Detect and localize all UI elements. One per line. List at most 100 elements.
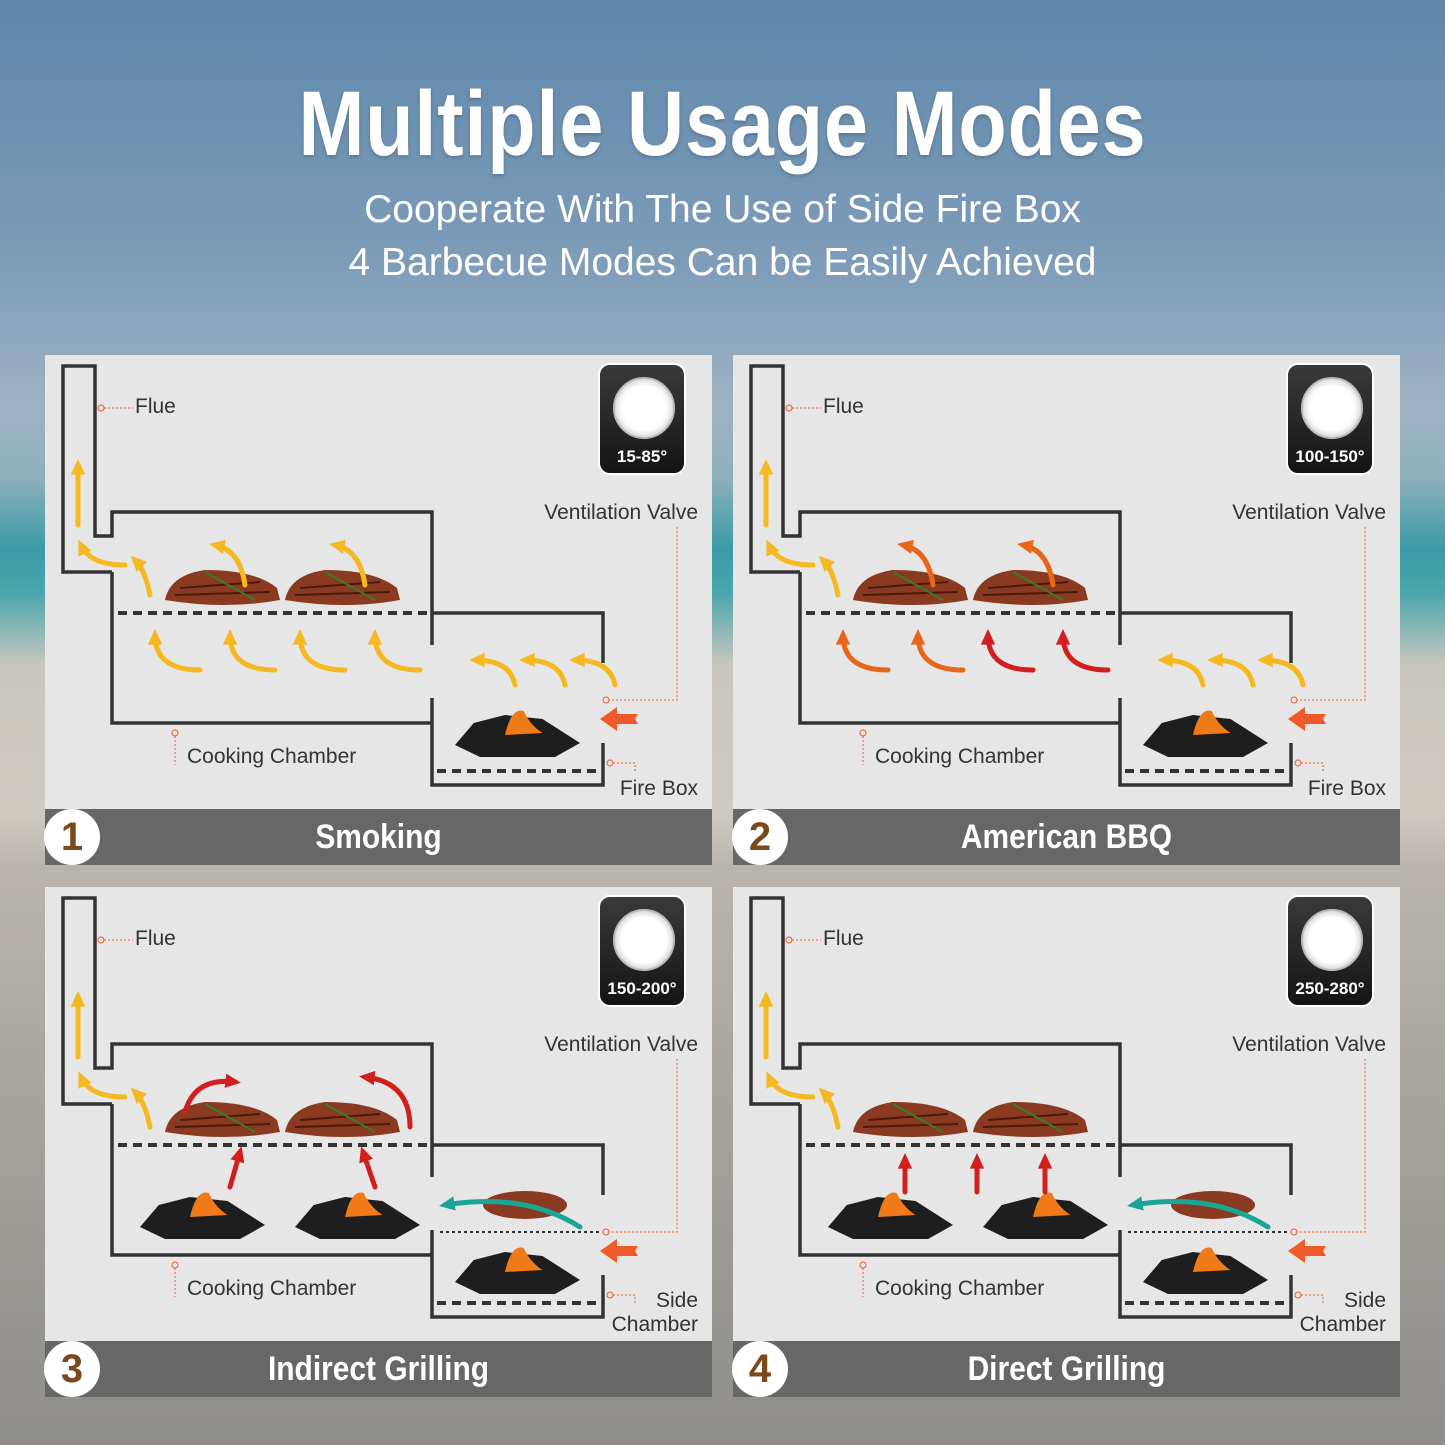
cooking-chamber-label: Cooking Chamber: [875, 745, 1045, 768]
fire-box-label-line-1: Fire Box: [619, 777, 698, 800]
direct-heat-arrow-head: [897, 1153, 913, 1169]
charcoal-icon: [828, 1197, 953, 1239]
smoker-diagram: [749, 896, 1366, 1319]
charcoal-icon: [140, 1197, 265, 1239]
flue-pointer-dot: [97, 936, 105, 944]
convection-arrow-head: [367, 629, 383, 645]
flue-smoke-arrow-head: [78, 539, 92, 557]
steak-icon: [973, 570, 1088, 605]
airflow-arrow-head: [1127, 1196, 1144, 1211]
flame-icon: [505, 710, 543, 735]
chamber-exit-arrow-head: [130, 555, 147, 572]
convection-arrow: [297, 632, 348, 673]
charcoal-icon: [983, 1197, 1108, 1239]
chamber-pointer-dot: [171, 729, 179, 737]
steak-grill-marks: [862, 1113, 959, 1128]
valve-leader-line: [1297, 1059, 1366, 1233]
charcoal-icon: [455, 715, 580, 757]
ventilation-valve-label: Ventilation Valve: [544, 1033, 698, 1056]
flue-and-chamber-outline: [61, 896, 434, 1177]
valve-leader-line: [609, 1059, 678, 1233]
steak-icon: [165, 1102, 280, 1137]
firebox-bottom: [430, 1230, 605, 1319]
side-pointer-dot: [606, 759, 614, 767]
convection-arrow-head: [147, 629, 163, 645]
mode-panel-smoking: Flue Ventilation Valve Cooking Chamber F…: [44, 355, 712, 865]
firebox-heat-arrow-head: [469, 652, 485, 668]
rising-heat-arrow-head: [897, 539, 914, 554]
side-leader-line: [613, 1294, 636, 1305]
mode-panel-direct: Flue Ventilation Valve Cooking Chamber S…: [732, 887, 1400, 1397]
thermometer-icon: [1301, 377, 1363, 439]
convection-arrow-head: [980, 629, 996, 645]
convection-arrow: [1060, 632, 1111, 673]
cooking-chamber-bottom: [110, 1104, 432, 1257]
side-chamber-label-line-2: Chamber: [611, 1313, 698, 1336]
convection-arrow: [372, 632, 423, 673]
firebox-heat-arrow-head: [569, 652, 585, 668]
convection-arrow: [227, 632, 278, 673]
mode-label-bar: Indirect Grilling 3: [44, 1341, 712, 1397]
convection-arrow-head: [835, 629, 851, 645]
thermometer-icon: [1301, 909, 1363, 971]
chamber-exit-arrow-head: [818, 1087, 835, 1104]
flue-smoke-arrow-head: [758, 991, 774, 1007]
thermometer-badge: 150-200°: [598, 895, 686, 1007]
valve-pointer-dot: [1290, 1228, 1298, 1236]
side-chamber-label-line-1: Side: [655, 1289, 698, 1312]
flue-smoke-arrow-head: [758, 459, 774, 475]
thermometer-badge: 250-280°: [1286, 895, 1374, 1007]
convection-arrow-head: [222, 629, 238, 645]
steak-grill-marks: [982, 1113, 1079, 1128]
valve-pointer-dot: [602, 1228, 610, 1236]
firebox-top: [1120, 1143, 1293, 1195]
charcoal-icon: [295, 1197, 420, 1239]
convection-arrow-head: [910, 629, 926, 645]
air-inlet-arrow-icon: [1288, 1239, 1326, 1263]
rosemary-icon: [324, 1103, 376, 1133]
thermometer-icon: [613, 377, 675, 439]
steak-icon: [285, 1102, 400, 1137]
cooking-chamber-label: Cooking Chamber: [875, 1277, 1045, 1300]
airflow-arrow: [442, 1199, 583, 1230]
flue-pointer-dot: [97, 404, 105, 412]
temperature-range: 100-150°: [1295, 447, 1365, 466]
flue-pointer-dot: [785, 404, 793, 412]
rosemary-icon: [892, 1103, 944, 1133]
rising-heat-arrow-head: [224, 1073, 241, 1088]
flame-icon: [345, 1192, 383, 1217]
convection-arrow: [915, 632, 966, 673]
fire-box-label: Fire Box: [620, 777, 698, 801]
convection-arrow-head: [292, 629, 308, 645]
direct-heat-arrow-head: [230, 1146, 245, 1164]
flue-label: Flue: [135, 927, 176, 950]
convection-arrow: [840, 632, 891, 673]
flame-icon: [1193, 1247, 1231, 1272]
direct-heat-arrow-head: [1037, 1153, 1053, 1169]
charcoal-icon: [455, 1252, 580, 1294]
flue-smoke-arrow-head: [766, 1071, 780, 1089]
mode-label-bar: American BBQ 2: [732, 809, 1400, 865]
flame-icon: [1033, 1192, 1071, 1217]
rising-heat-arrow-head: [1017, 539, 1034, 554]
mode-name: Direct Grilling: [967, 1350, 1166, 1388]
flue-smoke-arrow-head: [70, 991, 86, 1007]
charcoal-icon: [1143, 715, 1268, 757]
mode-number-badge: 4: [732, 1341, 788, 1397]
charcoal-icon: [1143, 1252, 1268, 1294]
steak-icon: [165, 570, 280, 605]
chamber-exit-arrow-head: [130, 1087, 147, 1104]
flue-smoke-arrow-head: [78, 1071, 92, 1089]
subtitle-line-2: 4 Barbecue Modes Can be Easily Achieved: [348, 241, 1097, 284]
flue-label: Flue: [135, 395, 176, 418]
convection-arrow-head: [1055, 629, 1071, 645]
steak-icon: [285, 570, 400, 605]
air-inlet-arrow-icon: [1288, 707, 1326, 731]
mode-label-bar: Smoking 1: [44, 809, 712, 865]
thermometer-badge: 15-85°: [598, 363, 686, 475]
firebox-heat-arrow-head: [519, 652, 535, 668]
thermometer-icon: [613, 909, 675, 971]
ventilation-valve-label: Ventilation Valve: [1232, 1033, 1386, 1056]
rosemary-icon: [1012, 571, 1064, 601]
